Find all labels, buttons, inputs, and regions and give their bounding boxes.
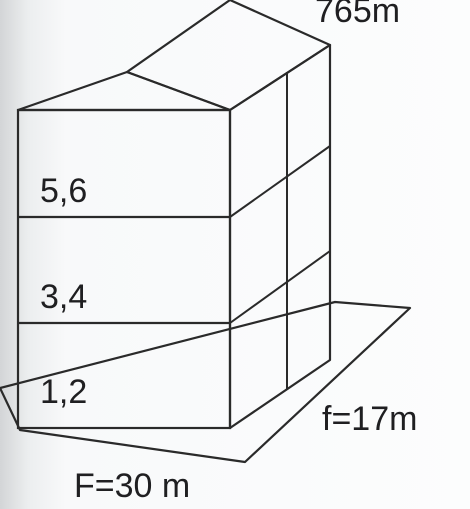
ground-plot — [0, 300, 412, 464]
depth-label: f=17m — [322, 400, 418, 438]
roof-gable — [16, 70, 232, 112]
side-floor-line-lower — [229, 250, 331, 324]
side-facade — [228, 43, 332, 430]
width-label: F=30 m — [74, 467, 191, 505]
roof-slope — [125, 0, 332, 112]
floor-label-lower: 1,2 — [40, 373, 88, 411]
side-floor-line-upper — [229, 145, 331, 218]
top-area-label: 765m — [315, 0, 401, 30]
floor-label-upper: 5,6 — [40, 172, 88, 210]
floor-label-middle: 3,4 — [40, 278, 88, 316]
